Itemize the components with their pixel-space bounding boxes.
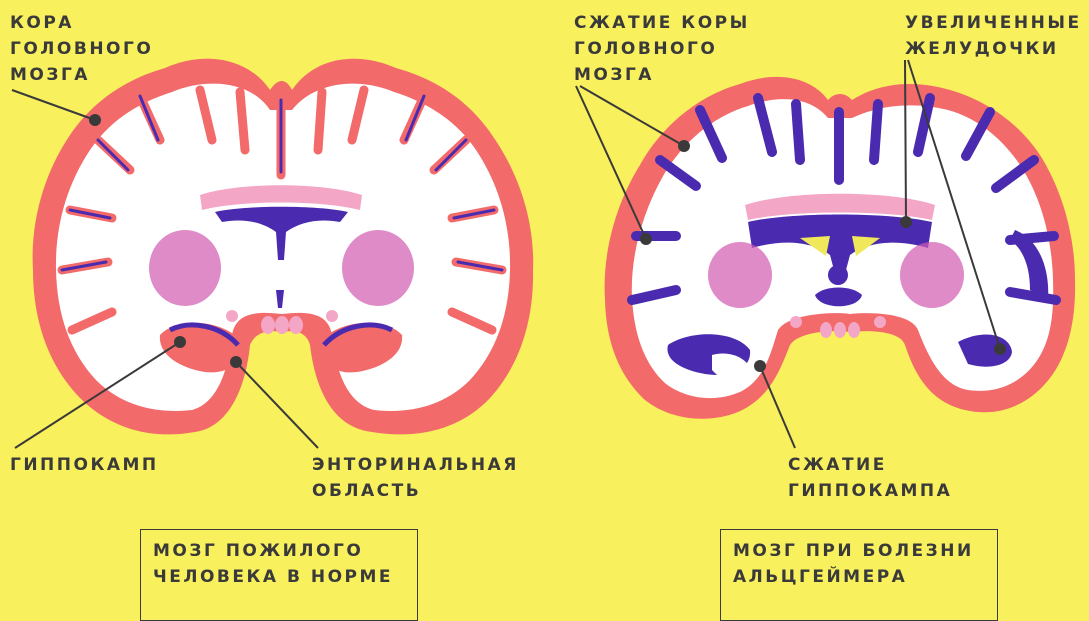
caption-healthy-box: МОЗГ ПОЖИЛОГО ЧЕЛОВЕКА В НОРМЕ [140, 529, 418, 621]
caption-healthy: МОЗГ ПОЖИЛОГО ЧЕЛОВЕКА В НОРМЕ [141, 530, 417, 590]
leader-line-alz-hippocampus [760, 366, 795, 448]
caption-alzheimer: МОЗГ ПРИ БОЛЕЗНИ АЛЬЦГЕЙМЕРА [721, 530, 997, 590]
label-cortex-shrinkage: СЖАТИЕ КОРЫ ГОЛОВНОГО МОЗГА [574, 10, 750, 88]
healthy-brain [33, 59, 534, 435]
healthy-basal-ganglia-left [149, 230, 221, 306]
label-cortex: КОРА ГОЛОВНОГО МОЗГА [10, 10, 153, 88]
label-enlarged-ventricles: УВЕЛИЧЕННЫЕ ЖЕЛУДОЧКИ [905, 10, 1082, 62]
label-entorhinal-area: ЭНТОРИНАЛЬНАЯ ОБЛАСТЬ [312, 452, 519, 504]
alzheimer-basal-ganglia-left [708, 242, 772, 308]
leader-line-healthy-cortex [12, 90, 95, 120]
caption-alzheimer-box: МОЗГ ПРИ БОЛЕЗНИ АЛЬЦГЕЙМЕРА [720, 529, 998, 621]
label-hippocampus: ГИППОКАМП [10, 452, 159, 478]
leader-line-alz-cortex-upper [580, 86, 684, 146]
alzheimer-brain [605, 77, 1076, 419]
leader-line-alz-ventricle-upper [905, 60, 906, 222]
label-hippocampus-shrinkage: СЖАТИЕ ГИППОКАМПА [788, 452, 952, 504]
alzheimer-basal-ganglia-right [900, 242, 964, 308]
brain-comparison-diagram [0, 0, 1089, 593]
leader-line-healthy-entorhinal [236, 362, 318, 448]
leader-line-alz-cortex-lower [576, 86, 646, 239]
healthy-basal-ganglia-right [342, 230, 414, 306]
